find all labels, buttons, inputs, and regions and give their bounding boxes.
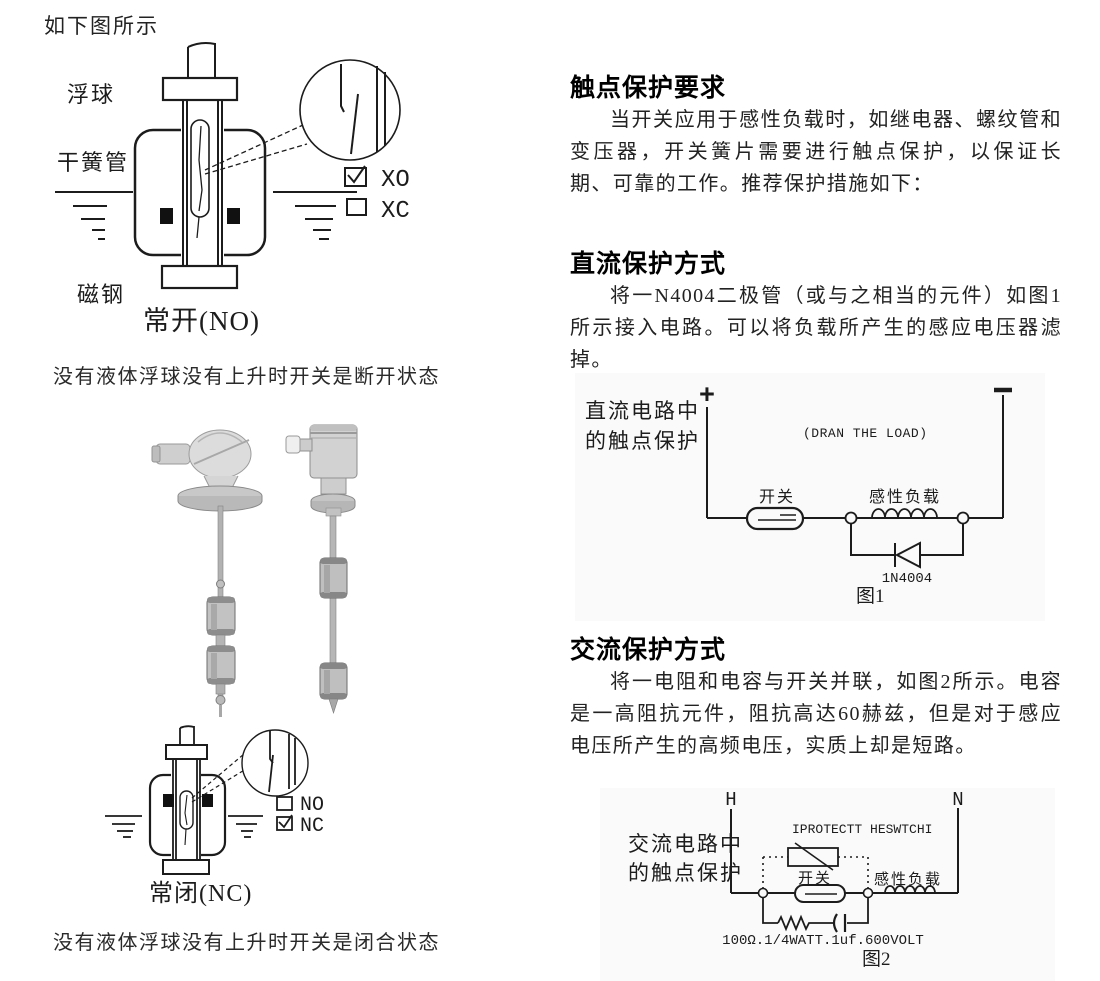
legend-no-nc: NO NC <box>276 794 324 838</box>
section-title-ac-protection: 交流保护方式 <box>570 636 727 664</box>
dc-protection-circuit: 直流电路中 的触点保护 + (DRAN THE LOAD) 开关 感性负载 <box>585 382 1012 607</box>
no-float-switch-diagram: XO XC 浮球 干簧管 磁钢 常开(NO) <box>55 42 410 336</box>
bottom-tip <box>328 698 339 714</box>
reed-detail-circle <box>241 729 309 797</box>
float-switch-photo-box-head <box>285 424 358 714</box>
bottom-cap <box>160 264 239 290</box>
paragraph-contact-protection: 当开关应用于感性负载时，如继电器、螺纹管和变压器，开关簧片需要进行触点保护，以保… <box>570 109 1062 195</box>
magnet-right <box>202 794 213 807</box>
reed-switch-capsule <box>179 790 194 846</box>
capacitor-curved-plate <box>832 913 838 933</box>
plus-terminal: + <box>699 382 715 412</box>
legend-nc-label: NC <box>300 815 324 838</box>
water-lines-right <box>228 815 263 838</box>
fig2-inductive-label: 感性负载 <box>874 871 942 888</box>
note-nc: 没有液体浮球没有上升时开关是闭合状态 <box>53 932 440 954</box>
fig1-switch-label: 开关 <box>759 488 795 506</box>
reed-switch-symbol <box>794 884 846 903</box>
probe-rod <box>329 515 337 689</box>
fig1-side-label-line1: 直流电路中 <box>585 399 700 423</box>
figure2-panel: 交流电路中 的触点保护 H N IPROTECTT HESWTCHI 开关 <box>600 788 1055 981</box>
reed-detail-circle <box>299 59 401 161</box>
diode-triangle <box>894 541 921 569</box>
fig2-switch-label: 开关 <box>798 870 832 887</box>
flange-disc <box>177 485 263 512</box>
diode-branch <box>850 523 964 569</box>
fig1-caption: 图1 <box>856 586 885 607</box>
legend-xc-label: XC <box>381 198 410 225</box>
bottom-cap <box>162 859 210 875</box>
inductor-coil <box>871 508 938 519</box>
float-cylinder-2 <box>206 645 236 685</box>
float-switch-photo-round-head <box>151 429 263 717</box>
float-label: 浮球 <box>67 82 115 107</box>
paragraph-ac-protection: 将一电阻和电容与开关并联，如图2所示。电容是一高阻抗元件，阻抗高达60赫兹，但是… <box>570 671 1062 757</box>
fig2-side-label-line2: 的触点保护 <box>628 861 743 885</box>
section-title-dc-protection: 直流保护方式 <box>570 250 727 278</box>
fig1-side-label-line2: 的触点保护 <box>585 429 700 453</box>
check-mark-icon <box>278 814 293 829</box>
no-caption: 常开(NO) <box>143 306 260 336</box>
figure1-panel: 直流电路中 的触点保护 + (DRAN THE LOAD) 开关 感性负载 <box>575 373 1045 621</box>
magnet-left <box>163 794 174 807</box>
callout-lines <box>191 753 247 803</box>
legend-no-label: NO <box>300 794 324 817</box>
node-left <box>844 511 858 525</box>
float-cylinder-2 <box>319 662 348 700</box>
fig2-protect-note: IPROTECTT HESWTCHI <box>792 822 932 837</box>
legend-xo-xc: XO XC <box>344 165 410 225</box>
check-mark-icon <box>347 165 366 184</box>
node-right <box>956 511 970 525</box>
paragraph-dc-protection: 将一N4004二极管（或与之相当的元件）如图1所示接入电路。可以将负载所产生的感… <box>570 285 1062 371</box>
junction-box <box>285 424 358 479</box>
fig1-inductive-label: 感性负载 <box>869 488 941 506</box>
note-no: 没有液体浮球没有上升时开关是断开状态 <box>53 366 440 388</box>
reed-switch-capsule <box>190 119 210 239</box>
top-cap <box>165 744 208 760</box>
float-cylinder-1 <box>319 557 348 599</box>
float-connector <box>215 634 226 647</box>
ac-protection-circuit: 交流电路中 的触点保护 H N IPROTECTT HESWTCHI 开关 <box>628 789 964 970</box>
water-lines-left <box>55 191 133 240</box>
water-lines-right <box>273 191 357 240</box>
section-title-contact-protection: 触点保护要求 <box>570 74 727 102</box>
fig2-caption: 图2 <box>862 949 891 970</box>
top-pipe <box>187 42 216 78</box>
neck-and-flange <box>310 477 356 517</box>
dotted-snubber-outline <box>762 856 869 888</box>
rc-snubber-branch <box>762 897 869 933</box>
inductor-coil <box>884 885 936 894</box>
float-cylinder-1 <box>206 596 236 636</box>
magnet-label: 磁钢 <box>77 282 125 307</box>
checkbox-empty-icon <box>346 198 367 216</box>
legend-xo-label: XO <box>381 167 410 194</box>
callout-lines <box>204 124 308 175</box>
nc-float-switch-diagram: NO NC 常闭(NC) <box>105 725 324 907</box>
top-pipe <box>179 725 195 745</box>
top-cap <box>161 76 239 102</box>
water-lines-left <box>105 815 142 838</box>
fig2-side-label-line1: 交流电路中 <box>628 832 743 856</box>
fig2-rc-label: 100Ω.1/4WATT.1uf.600VOLT <box>722 933 924 949</box>
reed-label: 干簧管 <box>57 150 129 175</box>
node-left <box>757 887 769 899</box>
bottom-tip <box>215 683 226 717</box>
protected-switch-symbol <box>787 842 839 871</box>
round-junction-head <box>151 429 252 489</box>
resistor-zigzag <box>777 914 812 932</box>
reed-switch-symbol <box>745 506 805 531</box>
stop-ring <box>216 579 225 589</box>
intro-text: 如下图所示 <box>44 14 159 38</box>
fig1-load-note: (DRAN THE LOAD) <box>803 426 928 441</box>
nc-caption: 常闭(NC) <box>149 880 252 907</box>
fig1-diode-part-number: 1N4004 <box>882 571 932 587</box>
neutral-terminal: N <box>952 789 963 811</box>
magnet-right <box>227 208 240 224</box>
hot-terminal: H <box>725 789 736 811</box>
circuit-wires <box>706 395 1004 519</box>
magnet-left <box>160 208 173 224</box>
checkbox-empty-icon <box>276 796 293 811</box>
node-right <box>862 887 874 899</box>
